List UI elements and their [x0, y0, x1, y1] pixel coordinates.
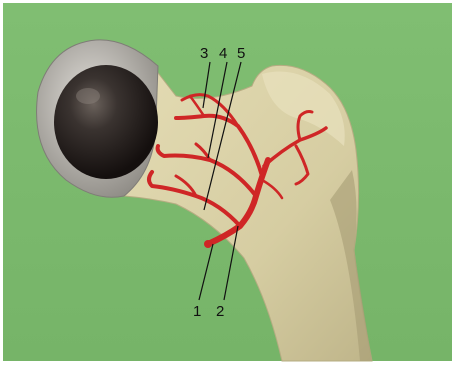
- femoral-head-ball: [54, 65, 158, 179]
- label-5: 5: [237, 45, 245, 62]
- label-2: 2: [216, 303, 224, 320]
- artery-stump: [204, 240, 212, 248]
- label-3: 3: [200, 45, 208, 62]
- label-4: 4: [219, 45, 227, 62]
- ball-highlight: [76, 88, 100, 104]
- label-1: 1: [193, 303, 201, 320]
